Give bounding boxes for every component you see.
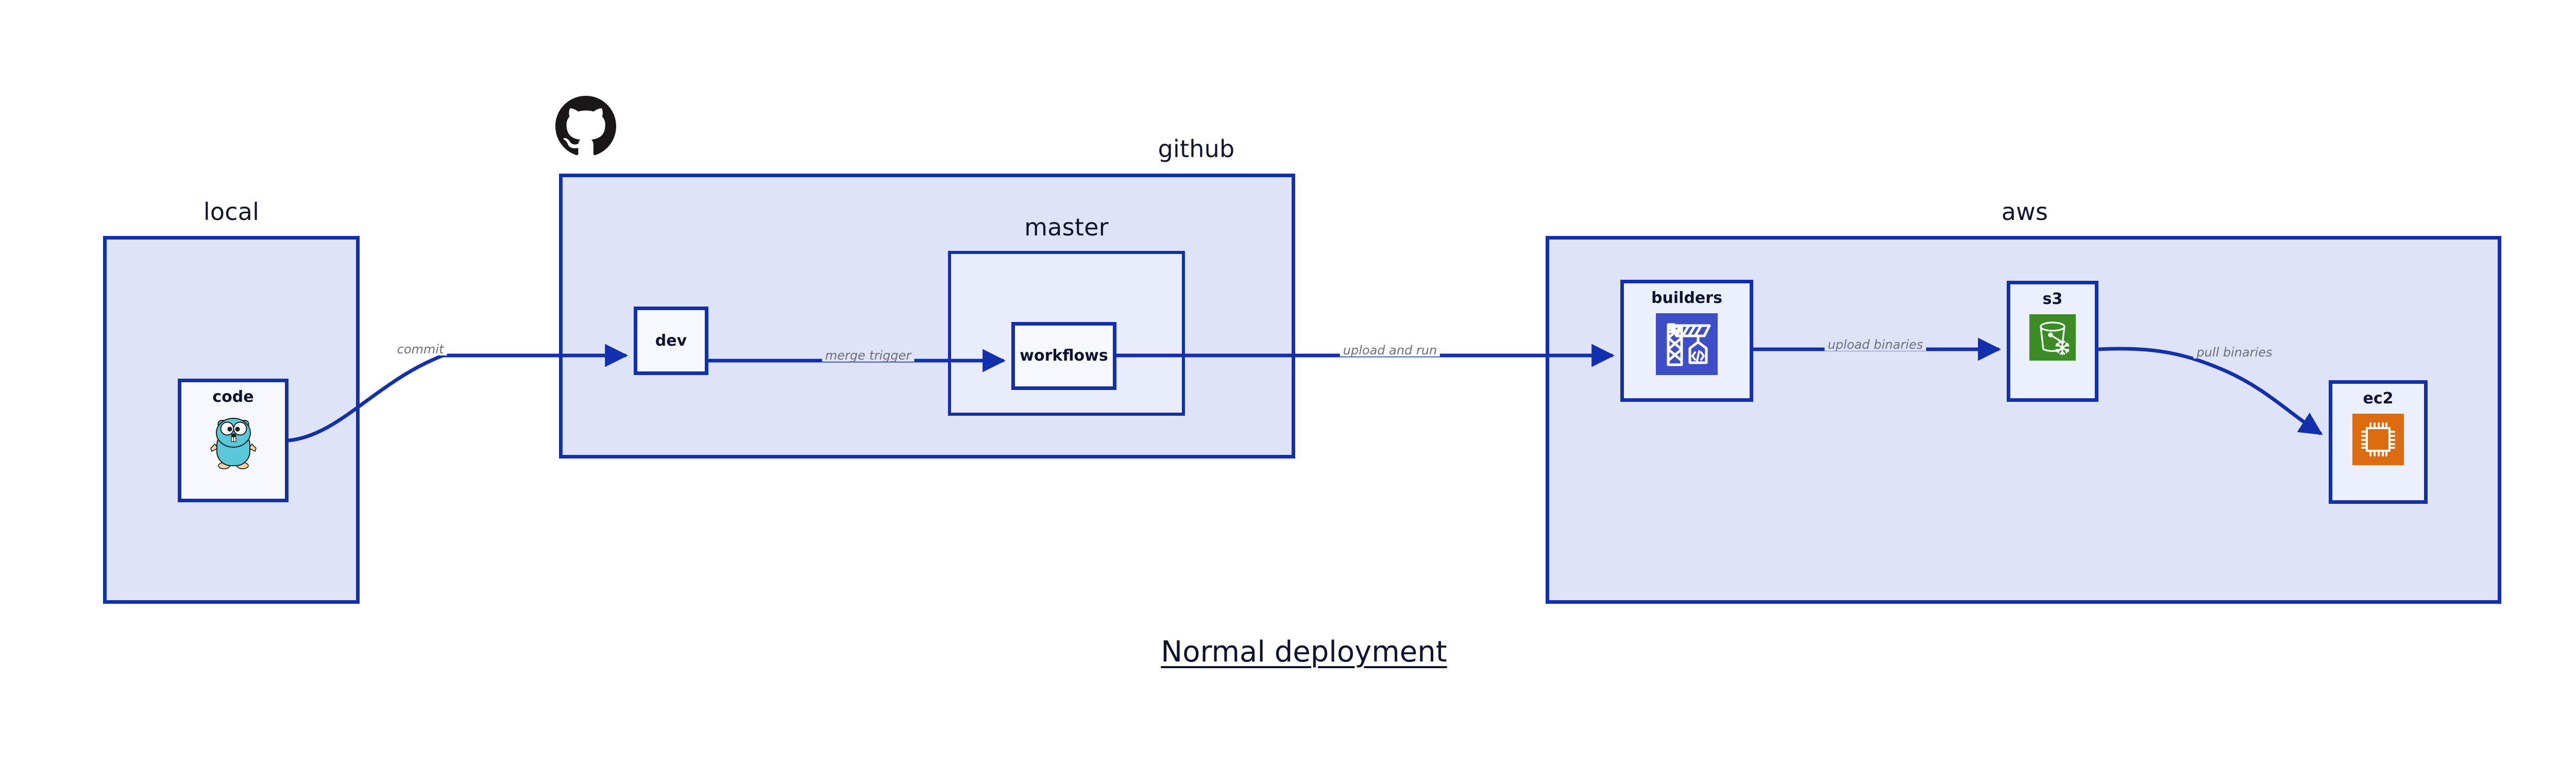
edge-label-upload-binaries: upload binaries (1824, 338, 1926, 351)
node-code[interactable]: code (178, 379, 289, 502)
group-label-master: master (1024, 213, 1109, 241)
node-builders[interactable]: builders (1620, 280, 1753, 402)
aws-ec2-chip-icon (2352, 414, 2404, 467)
aws-codebuild-crane-icon (1656, 313, 1718, 377)
edge-label-upload-and-run: upload and run (1340, 344, 1440, 356)
node-s3[interactable]: s3 (2007, 281, 2098, 402)
node-builders-label: builders (1651, 289, 1722, 307)
edge-label-merge-trigger: merge trigger (822, 349, 914, 362)
diagram-title: Normal deployment (1161, 635, 1447, 669)
aws-s3-bucket-snowflake-icon (2029, 314, 2076, 363)
node-workflows[interactable]: workflows (1011, 322, 1116, 390)
node-s3-label: s3 (2042, 290, 2063, 308)
node-dev[interactable]: dev (634, 307, 708, 375)
node-ec2-label: ec2 (2363, 389, 2394, 408)
node-dev-label: dev (655, 331, 687, 350)
node-workflows-label: workflows (1020, 347, 1108, 365)
node-ec2[interactable]: ec2 (2329, 380, 2428, 504)
node-code-label: code (212, 388, 254, 406)
group-label-local: local (203, 198, 260, 226)
github-octocat-logo (555, 96, 616, 159)
go-gopher-icon (209, 412, 258, 472)
group-label-github: github (1158, 135, 1235, 163)
group-label-aws: aws (2001, 198, 2048, 226)
edge-label-pull-binaries: pull binaries (2193, 346, 2276, 359)
edge-label-commit: commit (394, 343, 447, 355)
